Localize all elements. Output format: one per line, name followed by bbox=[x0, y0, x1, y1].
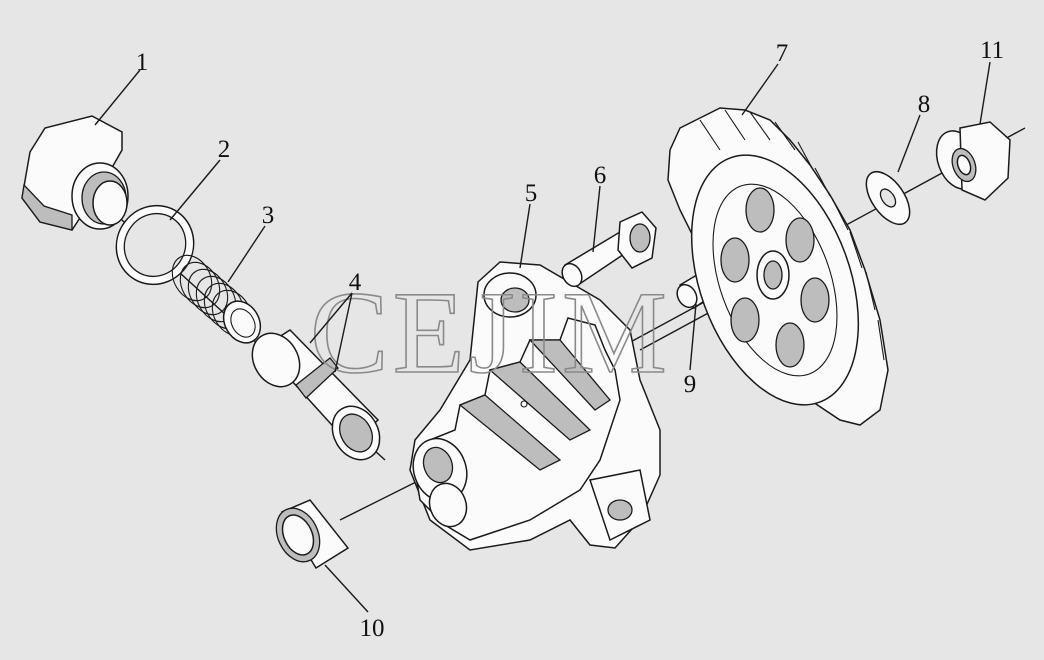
part-10-bushing bbox=[275, 499, 350, 570]
callout-11: 11 bbox=[980, 37, 1004, 64]
part-8-washer bbox=[865, 171, 911, 225]
part-3-spring bbox=[171, 254, 262, 344]
callout-10: 10 bbox=[360, 615, 385, 642]
callout-4: 4 bbox=[349, 269, 362, 296]
leader-lines bbox=[94, 61, 991, 613]
part-1-hex-plug bbox=[21, 115, 129, 231]
callout-8: 8 bbox=[918, 91, 931, 118]
part-6-bolt bbox=[561, 211, 657, 288]
part-2-sealing-ring bbox=[115, 204, 195, 286]
callout-9: 9 bbox=[684, 371, 697, 398]
part-11-flange-nut bbox=[935, 121, 1011, 201]
part-7-driven-gear bbox=[667, 107, 889, 426]
callout-7: 7 bbox=[776, 40, 789, 67]
callout-labels: 1 2 3 4 5 6 7 8 9 10 11 bbox=[136, 37, 1004, 642]
callout-3: 3 bbox=[262, 202, 275, 229]
callout-2: 2 bbox=[218, 136, 231, 163]
callout-5: 5 bbox=[525, 180, 538, 207]
callout-6: 6 bbox=[594, 162, 607, 189]
part-4-valve-sleeve bbox=[251, 329, 381, 461]
callout-1: 1 bbox=[136, 49, 149, 76]
watermark-text: CEJIM bbox=[310, 267, 671, 398]
part-5-pump-housing bbox=[409, 261, 661, 551]
